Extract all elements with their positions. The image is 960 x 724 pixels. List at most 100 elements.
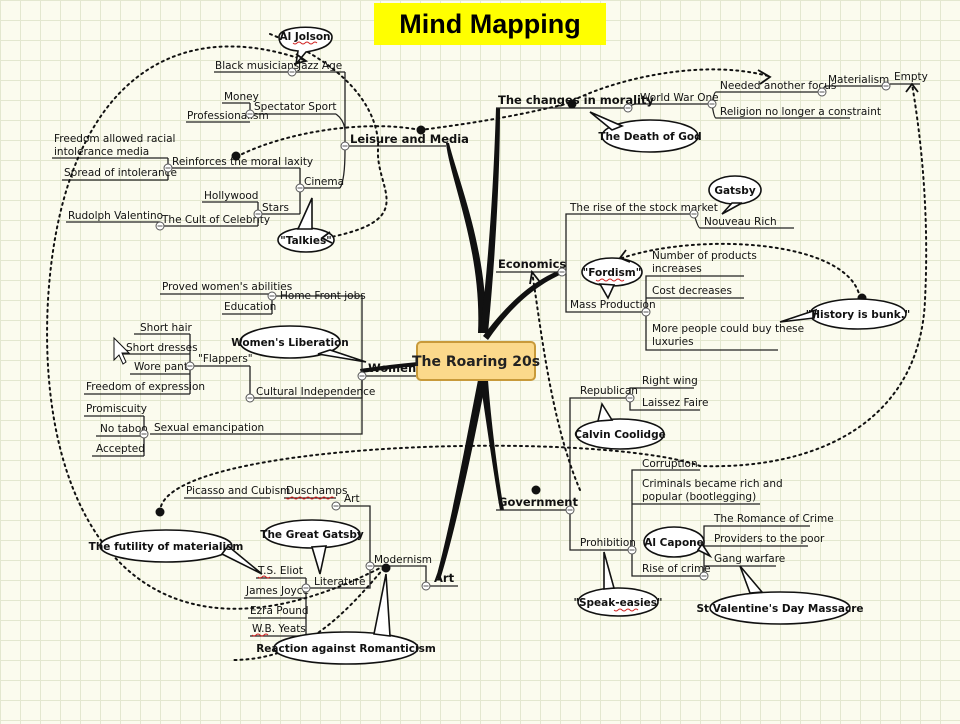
node-flappers[interactable]: "Flappers"	[198, 353, 253, 365]
collapse-toggle[interactable]	[267, 291, 277, 301]
collapse-toggle[interactable]	[565, 505, 575, 515]
node-james-joyce[interactable]: James Joyce	[245, 585, 309, 597]
node-freedom-expression[interactable]: Freedom of expression	[86, 381, 205, 393]
node-more-people-1[interactable]: More people could buy these	[652, 323, 804, 335]
node-black-musicians[interactable]: Black musicians	[215, 60, 299, 72]
branch-economics[interactable]: Economics	[498, 257, 566, 271]
collapse-toggle[interactable]	[295, 183, 305, 193]
collapse-toggle[interactable]	[625, 393, 635, 403]
node-needed-focus[interactable]: Needed another focus	[720, 80, 836, 92]
branch-leisure[interactable]: Leisure and Media	[350, 132, 469, 146]
collapse-toggle[interactable]	[627, 545, 637, 555]
node-wb-yeats[interactable]: W.B. Yeats	[252, 623, 306, 635]
node-criminals-1[interactable]: Criminals became rich and	[642, 478, 783, 490]
central-topic[interactable]: The Roaring 20s	[412, 341, 540, 381]
node-ts-eliot[interactable]: T.S. Eliot	[257, 565, 303, 577]
node-professionalism[interactable]: Professionalism	[187, 110, 269, 122]
node-cinema[interactable]: Cinema	[304, 176, 344, 188]
collapse-toggle[interactable]	[623, 103, 633, 113]
node-jazz-age[interactable]: Jazz Age	[297, 60, 342, 72]
node-stock-market[interactable]: The rise of the stock market	[569, 202, 718, 214]
node-modernism[interactable]: Modernism	[374, 554, 432, 566]
node-cost-decreases[interactable]: Cost decreases	[652, 285, 732, 297]
collapse-toggle[interactable]	[163, 163, 173, 173]
node-freedom-racial-2[interactable]: intolerance media	[54, 146, 149, 158]
node-num-products-1[interactable]: Number of products	[652, 250, 757, 262]
node-sexual-emancipation[interactable]: Sexual emancipation	[154, 422, 264, 434]
collapse-toggle[interactable]	[881, 81, 891, 91]
node-money[interactable]: Money	[224, 91, 259, 103]
callout-calvin-coolidge: Calvin Coolidge	[574, 401, 666, 450]
node-duschamps[interactable]: Duschamps	[286, 485, 347, 497]
node-laissez-faire[interactable]: Laissez Faire	[642, 397, 708, 409]
callout-talkies: "Talkies"	[277, 197, 335, 253]
node-short-hair[interactable]: Short hair	[140, 322, 193, 334]
collapse-toggle[interactable]	[301, 583, 311, 593]
collapse-toggle[interactable]	[155, 221, 165, 231]
node-corruption[interactable]: Corruption	[642, 458, 698, 470]
mouse-cursor-icon	[113, 336, 131, 365]
node-mass-production[interactable]: Mass Production	[570, 299, 656, 311]
node-art-sub[interactable]: Art	[344, 493, 360, 505]
node-spread-intolerance[interactable]: Spread of intolerance	[64, 167, 177, 179]
collapse-toggle[interactable]	[331, 501, 341, 511]
callout-reaction: Reaction against Romanticism	[256, 573, 436, 665]
node-reinforces-moral[interactable]: Reinforces the moral laxity	[172, 156, 313, 168]
node-world-war-one[interactable]: World War One	[640, 92, 719, 104]
node-accepted[interactable]: Accepted	[96, 443, 145, 455]
node-proved-women[interactable]: Proved women's abilities	[162, 281, 292, 293]
node-short-dresses[interactable]: Short dresses	[126, 342, 198, 354]
node-materialism[interactable]: Materialism	[828, 74, 889, 86]
collapse-toggle[interactable]	[365, 561, 375, 571]
node-gang-warfare[interactable]: Gang warfare	[714, 553, 785, 565]
node-freedom-racial-1[interactable]: Freedom allowed racial	[54, 133, 175, 145]
collapse-toggle[interactable]	[641, 307, 651, 317]
node-criminals-2[interactable]: popular (bootlegging)	[642, 491, 756, 503]
collapse-toggle[interactable]	[699, 571, 709, 581]
collapse-toggle[interactable]	[340, 141, 350, 151]
collapse-toggle[interactable]	[253, 209, 263, 219]
node-promiscuity[interactable]: Promiscuity	[86, 403, 147, 415]
node-republican[interactable]: Republican	[580, 385, 638, 397]
node-literature[interactable]: Literature	[314, 576, 365, 588]
collapse-toggle[interactable]	[689, 209, 699, 219]
collapse-toggle[interactable]	[245, 109, 255, 119]
node-empty[interactable]: Empty	[894, 71, 928, 83]
collapse-toggle[interactable]	[357, 371, 367, 381]
node-rise-crime[interactable]: Rise of crime	[642, 563, 711, 575]
node-cult-celebrity[interactable]: The Cult of Celebrity	[161, 214, 270, 226]
node-nouveau-rich[interactable]: Nouveau Rich	[704, 216, 777, 228]
node-no-taboo[interactable]: No taboo	[100, 423, 148, 435]
node-hollywood[interactable]: Hollywood	[204, 190, 258, 202]
node-right-wing[interactable]: Right wing	[642, 375, 698, 387]
relation-media-morality	[237, 125, 421, 157]
branch-government[interactable]: Government	[498, 495, 578, 509]
collapse-toggle[interactable]	[287, 67, 297, 77]
node-home-front[interactable]: Home Front jobs	[280, 290, 366, 302]
node-ezra-pound[interactable]: Ezra Pound	[250, 605, 309, 617]
node-stars[interactable]: Stars	[262, 202, 289, 214]
node-prohibition[interactable]: Prohibition	[580, 537, 636, 549]
branch-art[interactable]: Art	[434, 571, 455, 585]
collapse-toggle[interactable]	[139, 429, 149, 439]
node-rudolph[interactable]: Rudolph Valentino	[68, 210, 163, 222]
node-cultural-independence[interactable]: Cultural Independence	[256, 386, 375, 398]
collapse-toggle[interactable]	[185, 361, 195, 371]
collapse-toggle[interactable]	[245, 393, 255, 403]
branch-women[interactable]: Women	[368, 361, 416, 375]
node-education[interactable]: Education	[224, 301, 276, 313]
node-picasso[interactable]: Picasso and Cubism	[186, 485, 290, 497]
node-num-products-2[interactable]: increases	[652, 263, 702, 275]
node-providers-poor[interactable]: Providers to the poor	[714, 533, 825, 545]
node-religion[interactable]: Religion no longer a constraint	[720, 106, 881, 118]
collapse-toggle[interactable]	[817, 87, 827, 97]
node-romance-crime[interactable]: The Romance of Crime	[713, 513, 834, 525]
collapse-toggle[interactable]	[707, 99, 717, 109]
branch-morality[interactable]: The changes in morality	[498, 93, 654, 107]
collapse-toggle[interactable]	[421, 581, 431, 591]
node-spectator-sport[interactable]: Spectator Sport	[254, 101, 337, 113]
node-wore-pants[interactable]: Wore pants	[134, 361, 193, 373]
arrowhead-icon	[529, 269, 541, 285]
collapse-toggle[interactable]	[557, 267, 567, 277]
node-more-people-2[interactable]: luxuries	[652, 336, 694, 348]
